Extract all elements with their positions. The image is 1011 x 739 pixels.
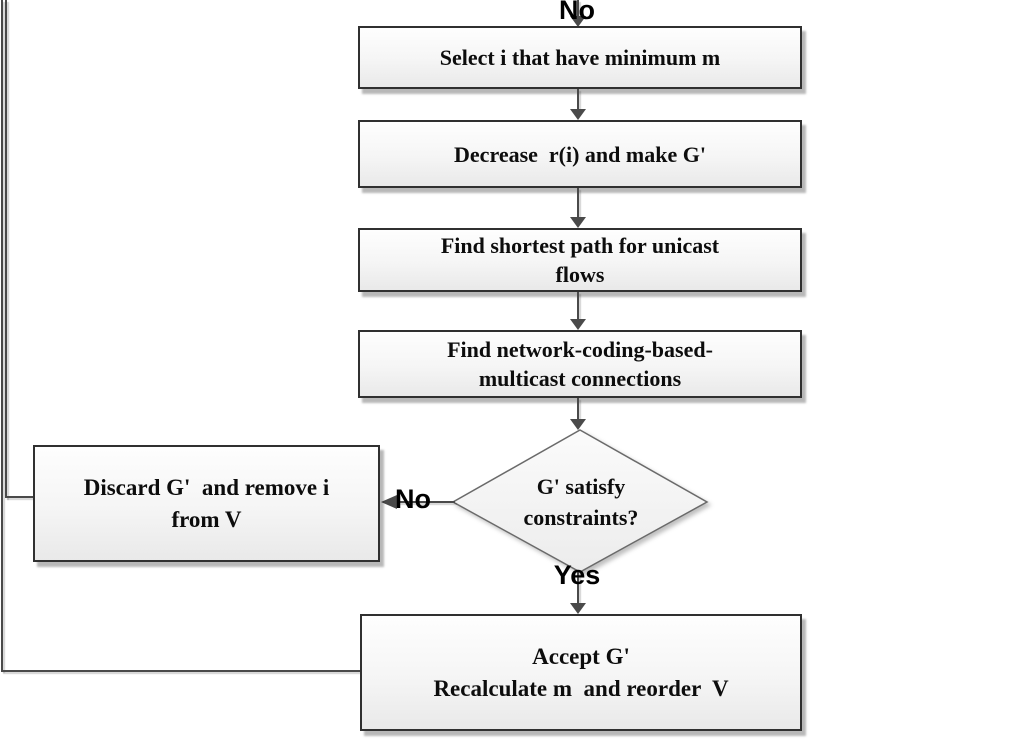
connector-line xyxy=(577,89,579,111)
arrowhead-left-icon xyxy=(381,495,397,509)
arrowhead-down-icon xyxy=(570,16,586,27)
node-label-line2: from V xyxy=(171,506,242,532)
feedback-line-accept-vertical xyxy=(1,0,3,671)
arrowhead-down-icon xyxy=(570,419,586,430)
feedback-line-accept-horizontal xyxy=(1,670,361,672)
edge-label-decision-no: No xyxy=(395,484,431,514)
node-find-network-coding: Find network-coding-based- multicast con… xyxy=(358,330,802,398)
edge-label-decision-yes: Yes xyxy=(553,560,601,590)
decision-label: G' satisfy constraints? xyxy=(455,471,707,533)
node-select-minimum: Select i that have minimum m xyxy=(358,26,802,89)
arrowhead-down-icon xyxy=(570,603,586,614)
connector-top-line xyxy=(577,0,579,20)
connector-line xyxy=(577,292,579,320)
feedback-line-discard-vertical xyxy=(5,0,7,498)
node-label: Select i that have minimum m xyxy=(439,45,721,70)
connector-line xyxy=(577,398,579,420)
connector-yes-line xyxy=(577,572,579,604)
node-label-line2: flows xyxy=(555,262,605,287)
connector-line xyxy=(577,188,579,218)
node-label-line1: Accept G' xyxy=(532,643,630,669)
diamond-shape xyxy=(451,429,709,573)
node-constraints-decision xyxy=(451,429,709,573)
decision-label-line1: G' satisfy xyxy=(536,474,626,499)
edge-label-top-no: No xyxy=(559,0,595,25)
arrowhead-down-icon xyxy=(570,319,586,330)
node-label-line2: Recalculate m and reorder V xyxy=(433,675,729,701)
node-label: Decrease r(i) and make G' xyxy=(454,141,706,167)
node-label-line1: Discard G' and remove i xyxy=(83,474,330,500)
node-find-shortest-path: Find shortest path for unicast flows xyxy=(358,228,802,292)
node-label-line1: Find shortest path for unicast xyxy=(440,233,720,258)
node-label-line2: multicast connections xyxy=(478,366,682,391)
decision-label-line2: constraints? xyxy=(523,505,639,530)
arrowhead-down-icon xyxy=(570,217,586,228)
connector-no-line xyxy=(397,501,455,503)
feedback-line-discard-horizontal xyxy=(5,496,35,498)
node-accept-recalculate: Accept G' Recalculate m and reorder V xyxy=(360,614,802,731)
arrowhead-down-icon xyxy=(570,109,586,120)
node-decrease-make-g: Decrease r(i) and make G' xyxy=(358,120,802,188)
node-label-line1: Find network-coding-based- xyxy=(447,337,713,362)
node-discard-remove: Discard G' and remove i from V xyxy=(33,445,380,562)
